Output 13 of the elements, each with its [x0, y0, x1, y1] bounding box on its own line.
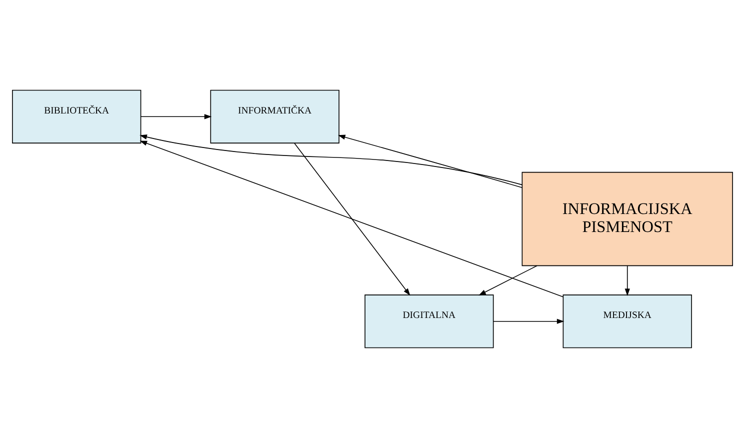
arrow	[294, 142, 410, 296]
arrow	[493, 318, 564, 324]
arrow	[624, 264, 630, 296]
arrow	[140, 134, 523, 185]
arrow	[140, 114, 212, 119]
node-box: INFORMATIČKA	[210, 89, 340, 143]
arrow	[140, 140, 564, 297]
node-box: INFORMACIJSKA PISMENOST	[522, 171, 733, 266]
node-box: DIGITALNA	[364, 294, 494, 348]
node-box: MEDIJSKA	[562, 294, 692, 348]
arrow	[338, 134, 523, 188]
arrow	[478, 264, 538, 295]
node-box: BIBLIOTEČKA	[12, 89, 142, 143]
